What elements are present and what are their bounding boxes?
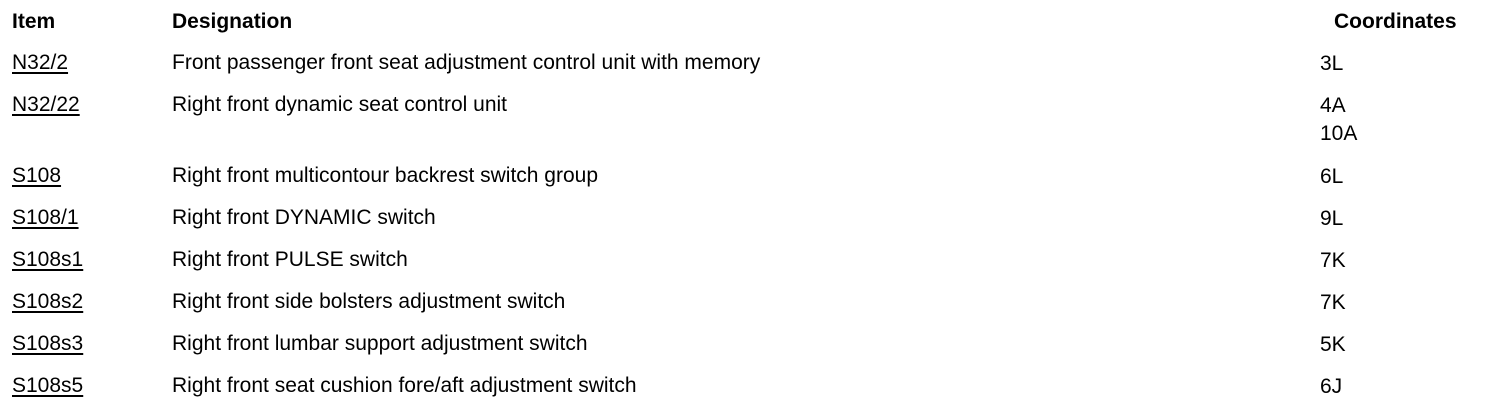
item-link[interactable]: S108s5 bbox=[12, 374, 84, 397]
designation: Front passenger front seat adjustment co… bbox=[172, 51, 761, 74]
component-table: Item Designation Coordinates N32/2 Front… bbox=[12, 0, 1492, 407]
header-designation: Designation bbox=[172, 10, 293, 33]
designation: Right front lumbar support adjustment sw… bbox=[172, 332, 588, 355]
coordinate-value: 6L bbox=[1320, 165, 1344, 188]
designation: Right front DYNAMIC switch bbox=[172, 206, 436, 229]
coordinates: 3L bbox=[1320, 50, 1343, 78]
item-link[interactable]: N32/2 bbox=[12, 51, 69, 74]
coordinate-value: 6J bbox=[1320, 375, 1343, 398]
coordinate-value: 7K bbox=[1320, 291, 1346, 314]
item-link[interactable]: N32/22 bbox=[12, 93, 80, 116]
item-link[interactable]: S108s2 bbox=[12, 290, 84, 313]
designation: Right front dynamic seat control unit bbox=[172, 93, 507, 116]
designation: Right front seat cushion fore/aft adjust… bbox=[172, 374, 637, 397]
table-row: N32/2 Front passenger front seat adjustm… bbox=[12, 42, 1492, 84]
coordinate-value: 7K bbox=[1320, 249, 1346, 272]
table-row: S108s1 Right front PULSE switch 7K bbox=[12, 239, 1492, 281]
coordinate-value: 10A bbox=[1320, 122, 1358, 145]
table-header: Item Designation Coordinates bbox=[12, 0, 1492, 42]
coordinate-value: 5K bbox=[1320, 333, 1346, 356]
table-row: N32/22 Right front dynamic seat control … bbox=[12, 84, 1492, 155]
coordinates: 4A 10A bbox=[1320, 92, 1357, 148]
header-item: Item bbox=[12, 10, 56, 33]
coordinates: 6J bbox=[1320, 373, 1342, 401]
coordinates: 7K bbox=[1320, 289, 1346, 317]
coordinates: 7K bbox=[1320, 247, 1346, 275]
coordinate-value: 9L bbox=[1320, 207, 1344, 230]
item-link[interactable]: S108 bbox=[12, 164, 62, 187]
item-link[interactable]: S108s3 bbox=[12, 332, 84, 355]
designation: Right front side bolsters adjustment swi… bbox=[172, 290, 566, 313]
coordinate-value: 3L bbox=[1320, 52, 1344, 75]
designation: Right front PULSE switch bbox=[172, 248, 408, 271]
coordinates: 9L bbox=[1320, 205, 1343, 233]
table-row: S108s3 Right front lumbar support adjust… bbox=[12, 323, 1492, 365]
coordinates: 6L bbox=[1320, 163, 1343, 191]
item-link[interactable]: S108s1 bbox=[12, 248, 84, 271]
table-row: S108s2 Right front side bolsters adjustm… bbox=[12, 281, 1492, 323]
item-link[interactable]: S108/1 bbox=[12, 206, 79, 229]
table-row: S108s5 Right front seat cushion fore/aft… bbox=[12, 365, 1492, 407]
table-row: S108/1 Right front DYNAMIC switch 9L bbox=[12, 197, 1492, 239]
coordinate-value: 4A bbox=[1320, 94, 1346, 117]
coordinates: 5K bbox=[1320, 331, 1346, 359]
table-row: S108 Right front multicontour backrest s… bbox=[12, 155, 1492, 197]
designation: Right front multicontour backrest switch… bbox=[172, 164, 599, 187]
header-coordinates: Coordinates bbox=[1334, 10, 1457, 33]
